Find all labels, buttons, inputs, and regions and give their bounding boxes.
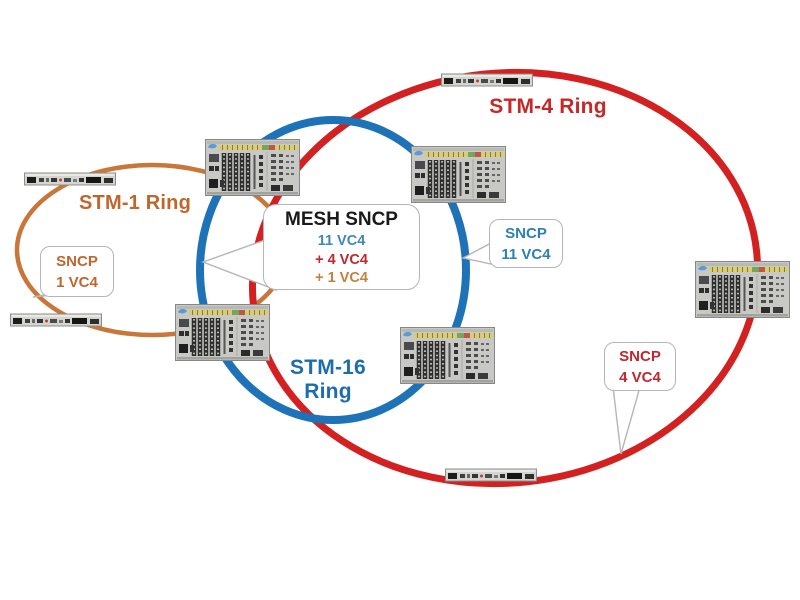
rack-unit-north-icon	[441, 73, 533, 87]
mesh-sncp-title: MESH SNCP	[285, 209, 398, 230]
stm1-ring-label: STM-1 Ring	[79, 192, 191, 214]
stm16-ring	[196, 116, 470, 424]
chassis-node-nw-icon	[206, 140, 300, 196]
sncp-1vc4-line1: SNCP	[56, 252, 98, 270]
rack-unit-nw-icon	[24, 172, 116, 186]
sncp-11vc4-callout: SNCP 11 VC4	[489, 219, 563, 268]
sncp-1vc4-line2: 1 VC4	[56, 273, 98, 291]
sncp-4vc4-callout: SNCP 4 VC4	[604, 342, 676, 391]
mesh-sncp-callout: MESH SNCP 11 VC4 + 4 VC4 + 1 VC4	[263, 204, 420, 290]
sncp-11vc4-line1: SNCP	[505, 224, 547, 242]
mesh-sncp-stm1-capacity: + 1 VC4	[315, 270, 368, 286]
sncp-4vc4-line1: SNCP	[619, 347, 661, 365]
sncp-1vc4-callout: SNCP 1 VC4	[40, 246, 114, 297]
chassis-node-ne-icon	[412, 147, 506, 203]
chassis-node-east-icon	[696, 262, 790, 318]
mesh-sncp-stm16-capacity: 11 VC4	[317, 233, 366, 249]
sncp-4vc4-line2: 4 VC4	[619, 368, 661, 386]
callout-tail-stm4	[612, 386, 641, 455]
chassis-node-se-icon	[401, 328, 495, 384]
chassis-node-sw-icon	[176, 305, 270, 361]
rack-unit-sw-icon	[10, 313, 102, 327]
stm4-ring-label: STM-4 Ring	[489, 95, 607, 118]
rack-unit-south-icon	[445, 468, 537, 482]
mesh-sncp-stm4-capacity: + 4 VC4	[315, 251, 368, 268]
sncp-11vc4-line2: 11 VC4	[501, 245, 551, 263]
stm16-ring-label: STM-16 Ring	[290, 356, 366, 403]
